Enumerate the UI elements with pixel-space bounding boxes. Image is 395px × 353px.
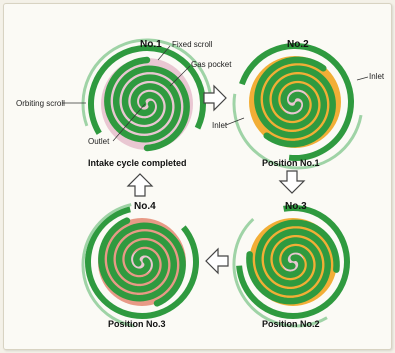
outline-arrow-icon	[205, 247, 229, 275]
fixed-scroll-spiral	[246, 228, 331, 305]
outer-scroll-wall	[235, 43, 354, 161]
panel-no3: No.3 Position No.2	[232, 200, 360, 329]
callout-line	[356, 76, 369, 81]
callout-line	[157, 45, 171, 61]
panel-caption: Position No.1	[262, 158, 320, 168]
panel-no2: No.2 Position No.1 Inlet Inlet	[212, 38, 385, 170]
panel-no4: No.4 Position No.3	[81, 201, 209, 329]
panel-caption: Intake cycle completed	[88, 158, 187, 168]
outer-scroll-wall	[88, 44, 206, 163]
panel-caption: Position No.3	[108, 319, 166, 329]
panel-title: No.3	[285, 201, 307, 212]
outline-arrow-icon	[126, 173, 154, 197]
fixed-scroll-spiral	[262, 65, 336, 148]
callout-line	[169, 65, 191, 87]
orbit-track	[81, 201, 209, 329]
outline-arrow-icon	[278, 170, 306, 194]
label-outlet: Outlet	[88, 137, 110, 146]
panel-caption: Position No.2	[262, 319, 320, 329]
label-gas-pocket: Gas pocket	[191, 60, 232, 69]
diagram-frame	[3, 3, 392, 350]
orbiting-scroll-spiral	[255, 219, 340, 296]
label-orbiting-scroll: Orbiting scroll	[16, 99, 65, 108]
callout-line	[225, 117, 245, 126]
fixed-scroll-spiral	[112, 65, 190, 152]
outline-arrow-icon	[203, 84, 227, 112]
callout-line	[112, 103, 146, 142]
panel-title: No.2	[287, 39, 309, 50]
panel-title: No.4	[134, 201, 156, 212]
panel-no1: No.1 Intake cycle completed Fixed scroll…	[16, 38, 232, 170]
orbiting-scroll-spiral	[104, 56, 182, 143]
orbiting-scroll-spiral	[106, 222, 186, 307]
label-inlet-right: Inlet	[369, 72, 385, 81]
label-inlet-left: Inlet	[212, 121, 228, 130]
outer-scroll-wall	[236, 205, 350, 320]
label-fixed-scroll: Fixed scroll	[172, 40, 213, 49]
orbit-track	[232, 200, 360, 328]
outer-scroll-wall	[85, 205, 199, 319]
orbiting-scroll-spiral	[254, 56, 328, 139]
panel-title: No.1	[140, 39, 162, 50]
fixed-scroll-spiral	[98, 217, 178, 302]
orbit-track	[81, 38, 213, 170]
